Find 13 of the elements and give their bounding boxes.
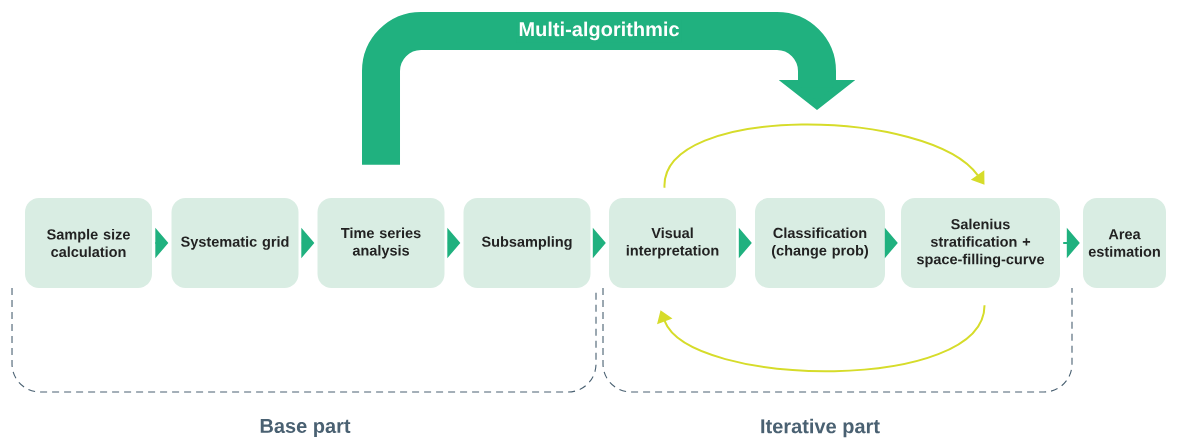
process-box: Salenius stratification + space-filling-curve (901, 198, 1060, 288)
process-box: Classification (change prob) (755, 198, 885, 288)
section-label: Base part (260, 419, 351, 437)
process-box: Time series analysis (317, 198, 445, 288)
process-box: Area estimation (1083, 198, 1166, 288)
process-box: Subsampling (463, 198, 591, 288)
section-label: Iterative part (761, 418, 880, 438)
process-box: Sample size calculation (25, 198, 152, 288)
process-box: Visual interpretation (609, 198, 736, 288)
process-box: Systematic grid (171, 198, 299, 288)
arrow (663, 123, 985, 189)
arrow (657, 304, 986, 373)
edge-label: Multi-algorithmic (516, 19, 682, 43)
